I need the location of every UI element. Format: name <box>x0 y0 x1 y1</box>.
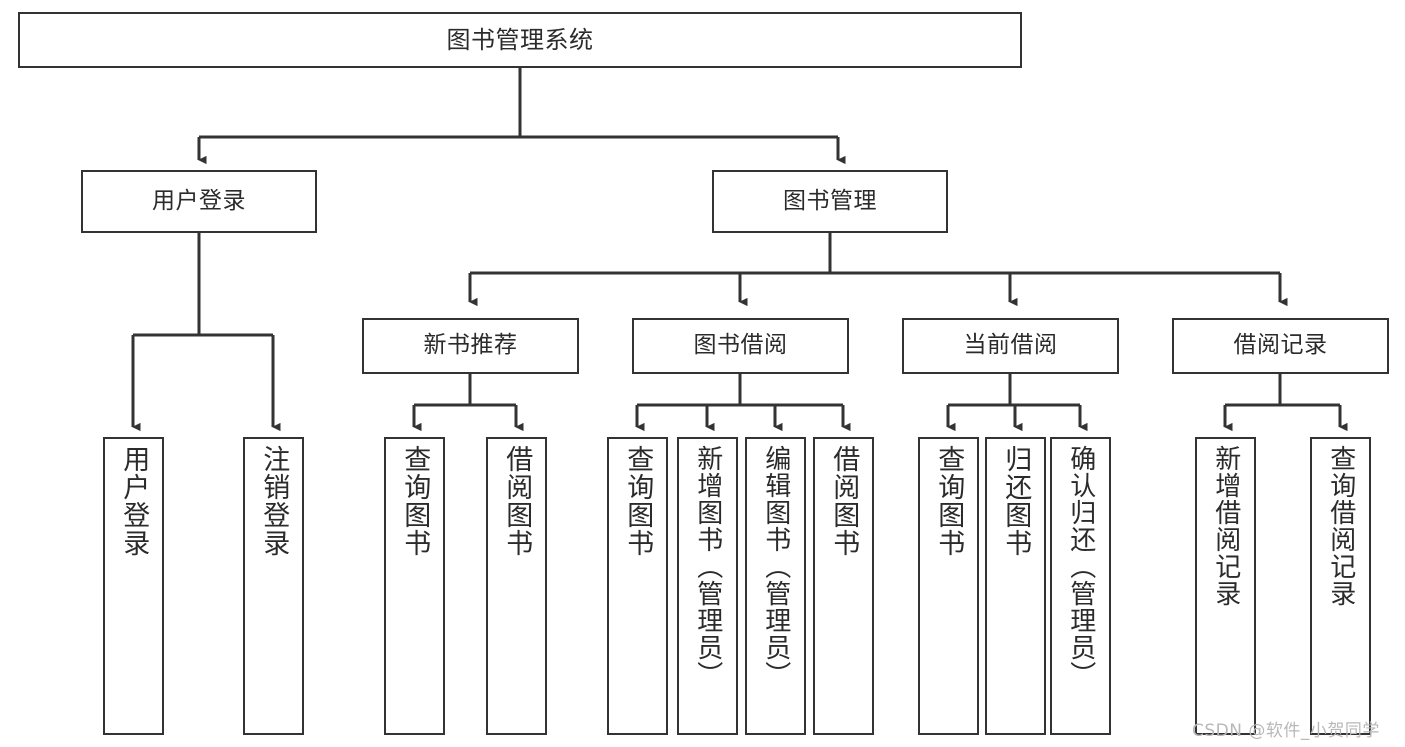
node-label: 新增借阅记录 <box>1210 445 1241 607</box>
node-label: 图书管理系统 <box>446 25 594 54</box>
node-borrow-records[interactable]: 借阅记录 <box>1172 318 1389 374</box>
leaf-new-book-query[interactable]: 查询图书 <box>384 437 445 735</box>
leaf-borrow-add-book-admin[interactable]: 新增图书（管理员） <box>677 437 738 735</box>
node-book-management[interactable]: 图书管理 <box>712 170 948 233</box>
node-book-borrowing[interactable]: 图书借阅 <box>632 318 849 374</box>
leaf-record-query-record[interactable]: 查询借阅记录 <box>1310 437 1371 735</box>
leaf-user-login-signin[interactable]: 用户登录 <box>103 437 164 735</box>
leaf-current-confirm-return-admin[interactable]: 确认归还（管理员） <box>1050 437 1111 735</box>
node-label: 当前借阅 <box>963 332 1058 359</box>
node-label: 借阅图书 <box>501 445 533 557</box>
leaf-user-login-signout[interactable]: 注销登录 <box>243 437 304 735</box>
node-label: 用户登录 <box>152 187 246 214</box>
node-label: 新增图书（管理员） <box>692 445 723 688</box>
node-label: 借阅图书 <box>828 445 860 557</box>
leaf-record-add-record[interactable]: 新增借阅记录 <box>1195 437 1256 735</box>
node-label: 借阅记录 <box>1233 332 1328 359</box>
node-label: 确认归还（管理员） <box>1065 445 1096 688</box>
node-label: 注销登录 <box>258 445 290 557</box>
node-label: 查询图书 <box>622 445 654 557</box>
node-label: 查询借阅记录 <box>1325 445 1356 607</box>
node-new-book-recommendation[interactable]: 新书推荐 <box>362 318 579 374</box>
node-label: 归还图书 <box>1000 445 1032 557</box>
node-user-login[interactable]: 用户登录 <box>81 170 317 233</box>
leaf-borrow-query-book[interactable]: 查询图书 <box>607 437 668 735</box>
node-label: 图书借阅 <box>693 332 788 359</box>
leaf-new-book-borrow[interactable]: 借阅图书 <box>486 437 547 735</box>
node-label: 用户登录 <box>118 445 150 557</box>
leaf-current-return-book[interactable]: 归还图书 <box>985 437 1046 735</box>
node-label: 查询图书 <box>933 445 965 557</box>
node-label: 编辑图书（管理员） <box>760 445 791 688</box>
node-current-borrowing[interactable]: 当前借阅 <box>902 318 1119 374</box>
leaf-current-query-book[interactable]: 查询图书 <box>918 437 979 735</box>
node-root-system[interactable]: 图书管理系统 <box>18 12 1022 68</box>
csdn-watermark: CSDN @软件_小贺同学 <box>1192 721 1380 741</box>
node-label: 新书推荐 <box>423 332 518 359</box>
node-label: 图书管理 <box>783 187 877 214</box>
node-label: 查询图书 <box>399 445 431 557</box>
leaf-borrow-borrow-book[interactable]: 借阅图书 <box>813 437 874 735</box>
leaf-borrow-edit-book-admin[interactable]: 编辑图书（管理员） <box>745 437 806 735</box>
